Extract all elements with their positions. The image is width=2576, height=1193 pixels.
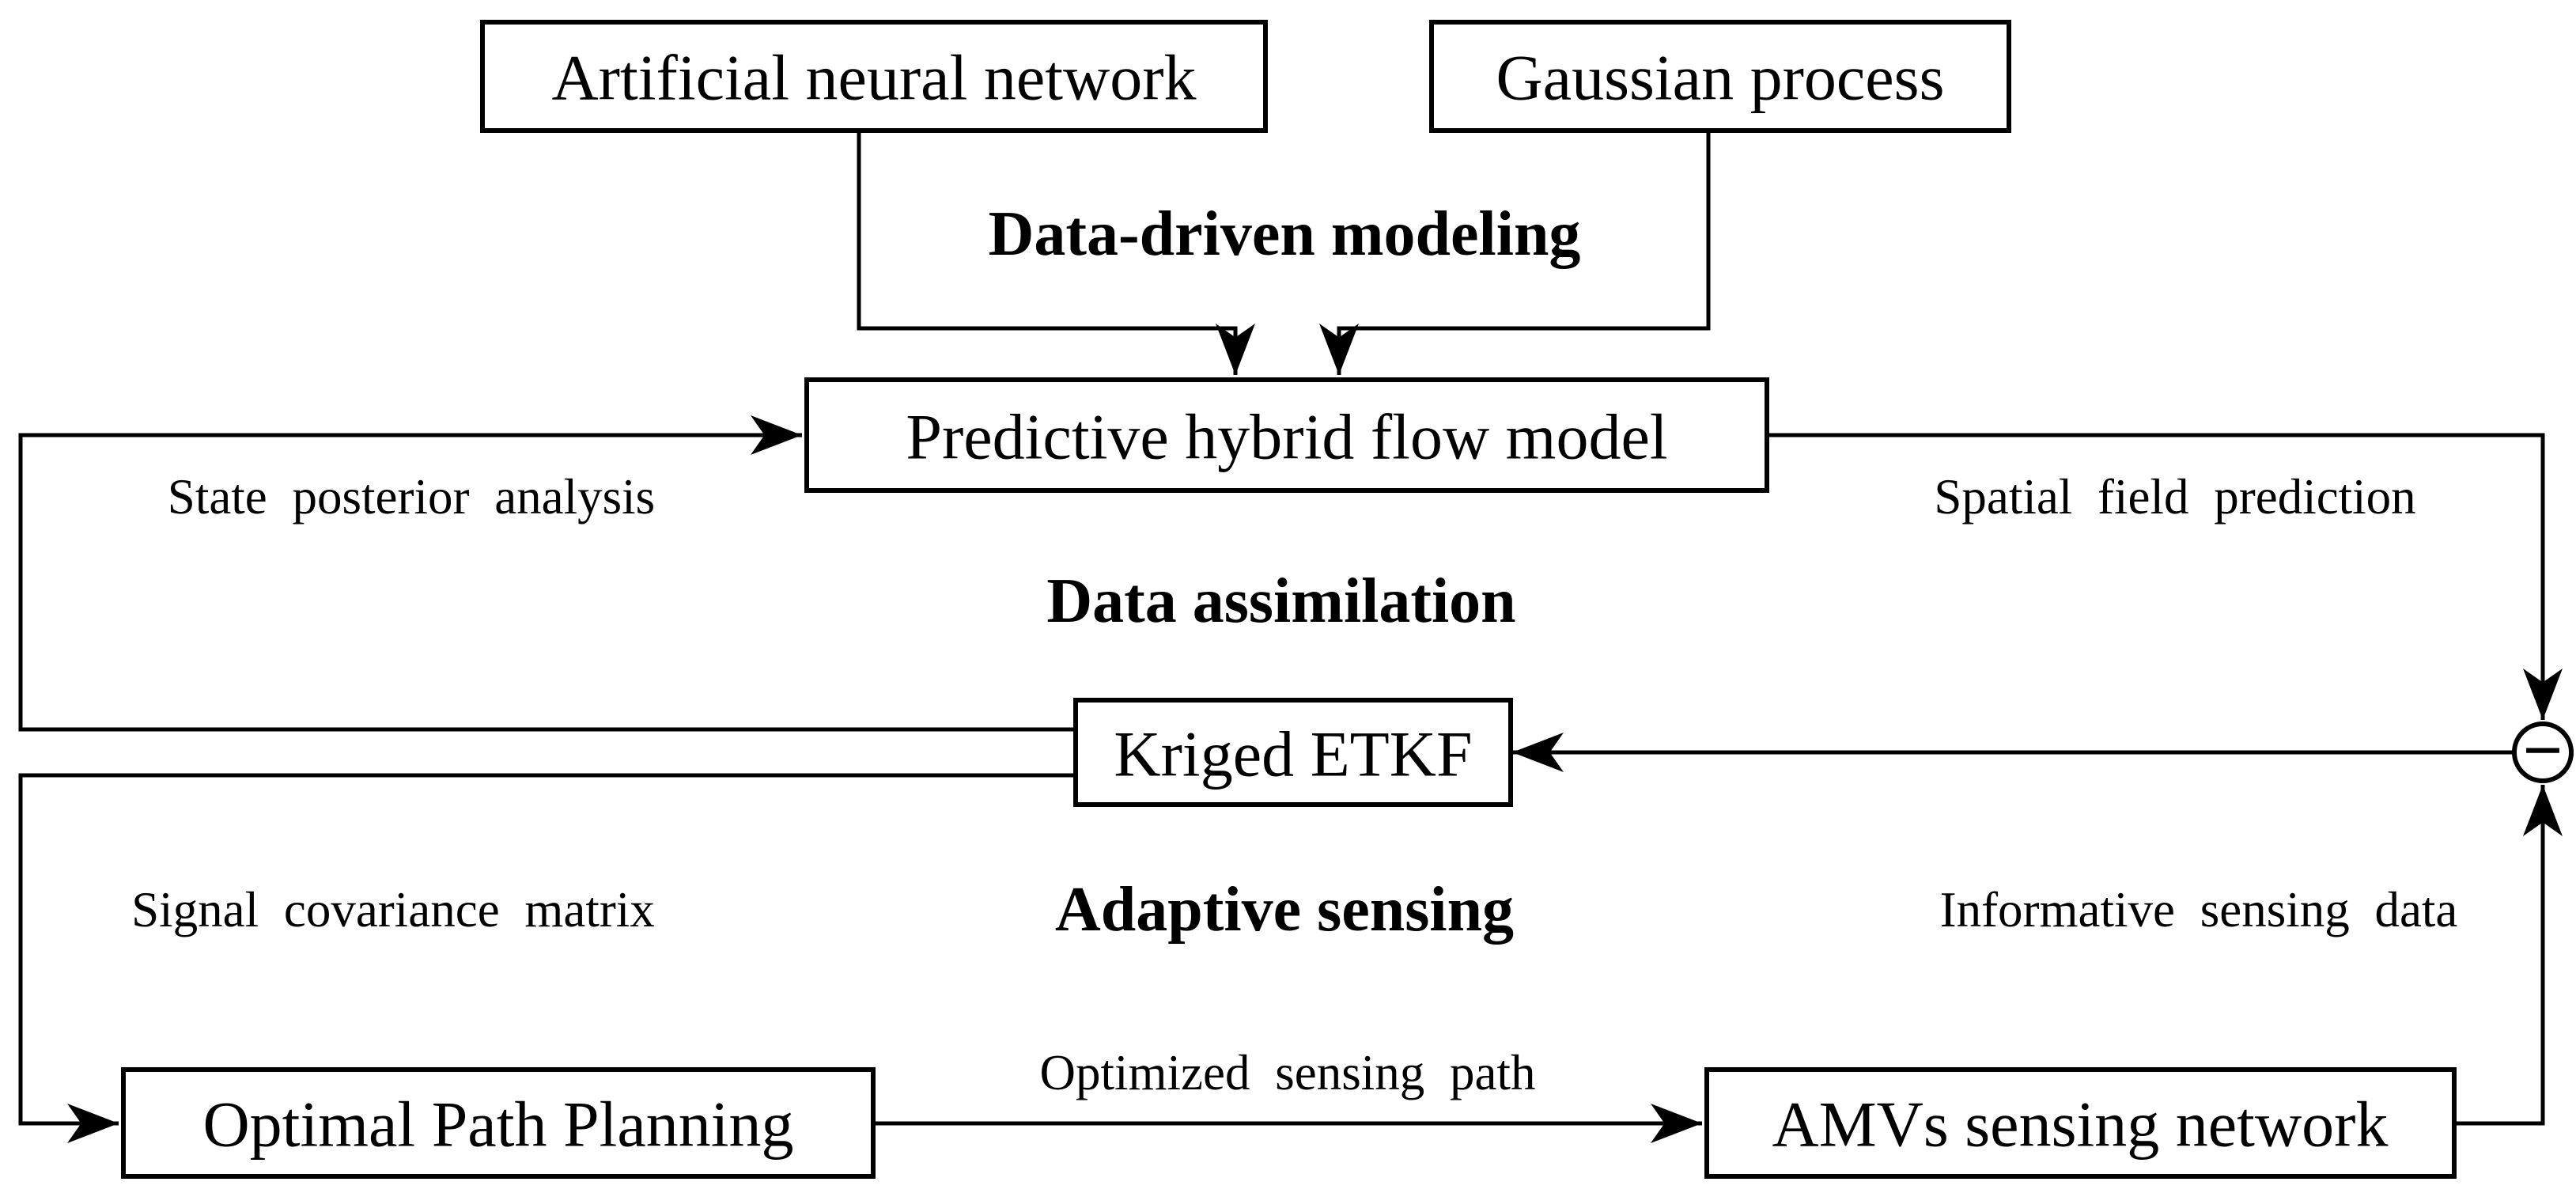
edge-label-optimized-sensing-path: Optimized sensing path [1040, 1045, 1536, 1100]
ann-box [480, 20, 1268, 133]
etkf-box [1073, 698, 1513, 807]
amvs-network-label: AMVs sensing network [1772, 1089, 2389, 1161]
node-kriged-etkf: Kriged ETKF [1073, 698, 1513, 807]
minus-junction-circle [2512, 721, 2574, 783]
section-label-data-driven-modeling: Data-driven modeling [989, 199, 1581, 269]
minus-junction-symbol: − [2522, 712, 2563, 790]
node-amvs-sensing-network: AMVs sensing network [1704, 1067, 2457, 1179]
edge-etkf-to-path-planning-signal-covariance [18, 773, 1076, 1143]
ann-label: Artificial neural network [551, 42, 1196, 114]
edge-ann-to-hybrid-model [857, 131, 1255, 375]
gp-label: Gaussian process [1496, 42, 1944, 114]
node-artificial-neural-network: Artificial neural network [480, 20, 1268, 133]
hybrid-model-box [804, 377, 1769, 493]
hybrid-model-label: Predictive hybrid flow model [906, 401, 1667, 473]
node-gaussian-process: Gaussian process [1429, 20, 2011, 133]
edge-label-spatial-field-prediction: Spatial field prediction [1934, 469, 2415, 525]
edge-label-state-posterior-analysis: State posterior analysis [168, 469, 655, 525]
path-planning-label: Optimal Path Planning [202, 1089, 793, 1161]
edge-hybrid-model-to-junction-spatial-prediction [1767, 433, 2563, 720]
etkf-label: Kriged ETKF [1114, 718, 1472, 790]
path-planning-box [121, 1067, 876, 1179]
gp-box [1429, 20, 2011, 133]
section-label-adaptive-sensing: Adaptive sensing [1055, 875, 1514, 945]
edge-gp-to-hybrid-model [1319, 131, 1711, 375]
node-predictive-hybrid-flow-model: Predictive hybrid flow model [804, 377, 1769, 493]
edge-label-informative-sensing-data: Informative sensing data [1940, 882, 2458, 937]
amvs-network-box [1704, 1067, 2457, 1179]
node-optimal-path-planning: Optimal Path Planning [121, 1067, 876, 1179]
edge-amvs-network-to-junction-informative-data [2454, 785, 2563, 1126]
edge-etkf-to-hybrid-model-state-posterior [18, 415, 1076, 732]
edge-label-signal-covariance-matrix: Signal covariance matrix [131, 882, 655, 937]
section-label-data-assimilation: Data assimilation [1046, 566, 1515, 636]
